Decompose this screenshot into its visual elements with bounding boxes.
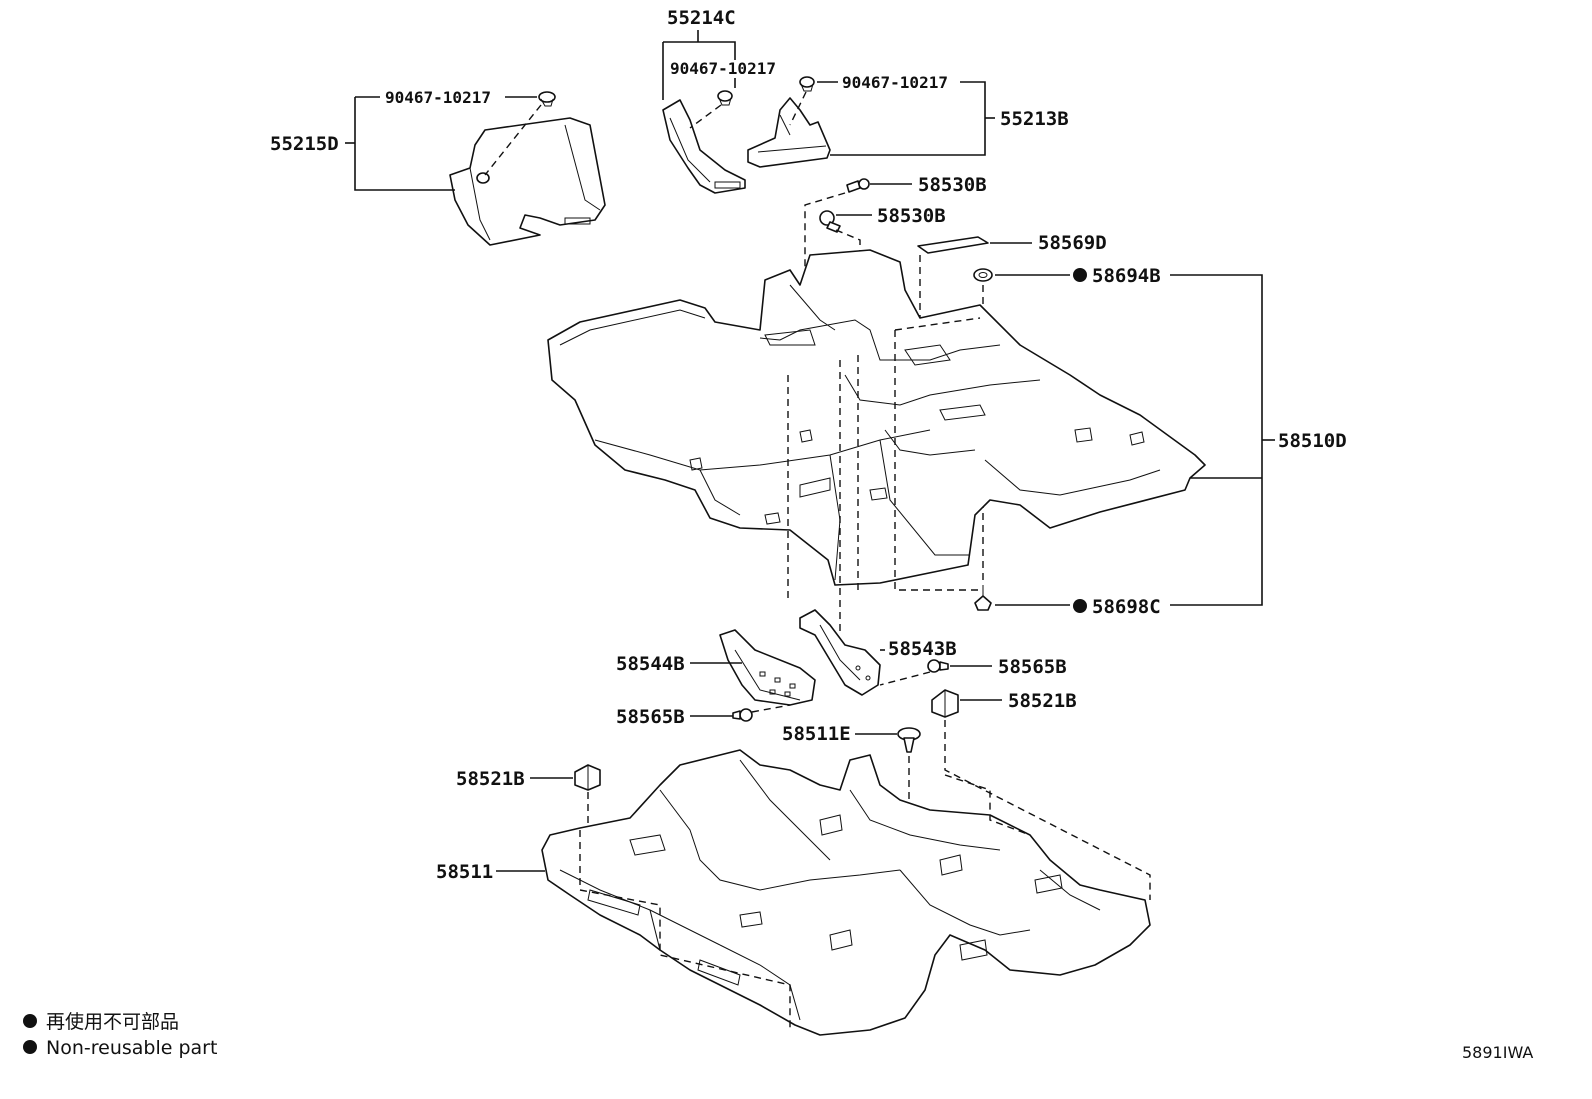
label-90467-10217-left: 90467-10217 [385,88,491,107]
non-reusable-bullet-icon [1073,599,1087,613]
label-58565B-left: 58565B [616,706,685,728]
clip-58694B-shape [973,268,993,282]
label-55214C: 55214C [667,7,736,29]
part-55214C-shape [662,99,746,194]
bolt-58530B-upper-shape [846,178,870,193]
clip-58521B-left-shape [574,764,601,791]
clip-90467-right-shape [799,76,815,92]
clip-90467-center-shape [717,90,733,106]
label-58694B: 58694B [1092,265,1161,287]
label-58510D: 58510D [1278,430,1347,452]
legend-english-text: Non-reusable part [46,1037,217,1059]
label-58698C: 58698C [1092,596,1161,618]
clip-90467-left-shape [476,91,556,184]
part-58510D-carpet-shape [547,249,1206,586]
part-55213B-shape [747,97,831,168]
label-55215D: 55215D [270,133,339,155]
label-58544B: 58544B [616,653,685,675]
legend: 再使用不可部品 Non-reusable part [23,1011,217,1059]
bolt-58530B-lower-shape [819,210,841,233]
clip-58698C-shape [974,585,992,611]
label-55213B: 55213B [1000,108,1069,130]
label-58521B-right: 58521B [1008,690,1077,712]
label-90467-10217-right: 90467-10217 [842,73,948,92]
part-58544B-shape [719,629,816,706]
clip-58521B-right-shape [931,689,959,718]
non-reusable-bullet-icon [1073,268,1087,282]
legend-bullet-icon [23,1040,37,1054]
clip-58565B-right-shape [927,659,949,673]
label-90467-10217-center: 90467-10217 [670,59,776,78]
pin-58511E-shape [897,727,921,753]
legend-bullet-icon [23,1014,37,1028]
clip-58565B-left-shape [732,708,753,722]
part-55215D-shape [449,117,606,246]
label-58511E: 58511E [782,723,851,745]
legend-japanese-text: 再使用不可部品 [46,1011,179,1033]
label-58569D: 58569D [1038,232,1107,254]
label-58530B-upper: 58530B [918,174,987,196]
label-58511: 58511 [436,861,493,883]
part-58543B-shape [799,609,881,696]
label-58543B: 58543B [888,638,957,660]
part-58511-silencer-shape [541,749,1151,1036]
label-58565B-right: 58565B [998,656,1067,678]
label-58521B-left: 58521B [456,768,525,790]
figure-code: 5891IWA [1462,1043,1533,1062]
label-58530B-lower: 58530B [877,205,946,227]
